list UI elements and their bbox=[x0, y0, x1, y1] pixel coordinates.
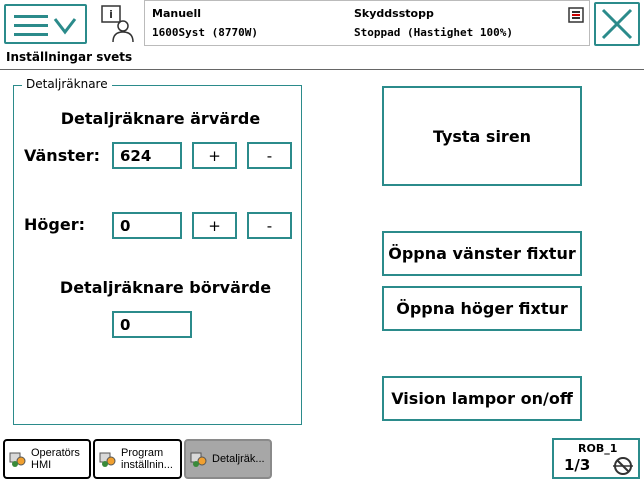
taskbar-item-program-settings[interactable]: Program inställnin... bbox=[93, 439, 182, 479]
right-label: Höger: bbox=[24, 215, 85, 234]
open-right-fixture-button[interactable]: Öppna höger fixtur bbox=[382, 286, 582, 331]
window-title: Inställningar svets bbox=[6, 50, 133, 64]
no-run-icon bbox=[613, 457, 633, 475]
robot-name: ROB_1 bbox=[578, 442, 618, 455]
taskbar-item-label: HMI bbox=[31, 459, 52, 471]
taskbar-item-operator-hmi[interactable]: Operatörs HMI bbox=[3, 439, 91, 479]
system-name: 1600Syst (8770W) bbox=[152, 26, 258, 39]
left-label: Vänster: bbox=[24, 146, 101, 165]
left-counter-field[interactable]: 624 bbox=[112, 142, 182, 169]
status-bar[interactable]: Manuell 1600Syst (8770W) Skyddsstopp Sto… bbox=[144, 0, 590, 46]
right-increment-button[interactable]: + bbox=[192, 212, 237, 239]
speed-fraction: 1/3 bbox=[564, 456, 591, 474]
setpoint-field[interactable]: 0 bbox=[112, 311, 192, 338]
chevron-down-icon bbox=[53, 18, 77, 35]
app-icon bbox=[9, 452, 26, 467]
open-left-fixture-button[interactable]: Öppna vänster fixtur bbox=[382, 231, 582, 276]
left-decrement-button[interactable]: - bbox=[247, 142, 292, 169]
taskbar-item-label: Program bbox=[121, 447, 164, 459]
quickset-button[interactable]: ROB_1 1/3 bbox=[552, 438, 640, 479]
title-divider bbox=[0, 69, 644, 70]
status-indicator-icon bbox=[568, 7, 584, 23]
main-menu-button[interactable] bbox=[4, 4, 87, 44]
close-icon bbox=[601, 8, 633, 40]
setpoint-heading: Detaljräknare börvärde bbox=[59, 278, 272, 297]
silence-siren-button[interactable]: Tysta siren bbox=[382, 86, 582, 186]
right-decrement-button[interactable]: - bbox=[247, 212, 292, 239]
run-status: Stoppad (Hastighet 100%) bbox=[354, 26, 513, 39]
taskbar-item-detail-counter[interactable]: Detaljräk... bbox=[184, 439, 272, 479]
taskbar-item-label: Operatörs bbox=[31, 447, 80, 459]
vision-lamps-button[interactable]: Vision lampor on/off bbox=[382, 376, 582, 421]
right-counter-field[interactable]: 0 bbox=[112, 212, 182, 239]
taskbar-item-label: Detaljräk... bbox=[212, 453, 265, 465]
close-button[interactable] bbox=[594, 2, 640, 46]
app-icon bbox=[190, 452, 207, 467]
svg-text:i: i bbox=[109, 8, 113, 21]
left-increment-button[interactable]: + bbox=[192, 142, 237, 169]
detail-counter-group bbox=[13, 85, 302, 425]
taskbar-item-label: inställnin... bbox=[121, 459, 173, 471]
group-legend: Detaljräknare bbox=[22, 77, 112, 91]
operating-mode: Manuell bbox=[152, 7, 202, 20]
safety-status: Skyddsstopp bbox=[354, 7, 434, 20]
actual-value-heading: Detaljräknare ärvärde bbox=[60, 109, 261, 128]
event-log-icon[interactable]: i bbox=[98, 4, 138, 44]
hamburger-icon bbox=[14, 15, 48, 36]
app-icon bbox=[99, 452, 116, 467]
